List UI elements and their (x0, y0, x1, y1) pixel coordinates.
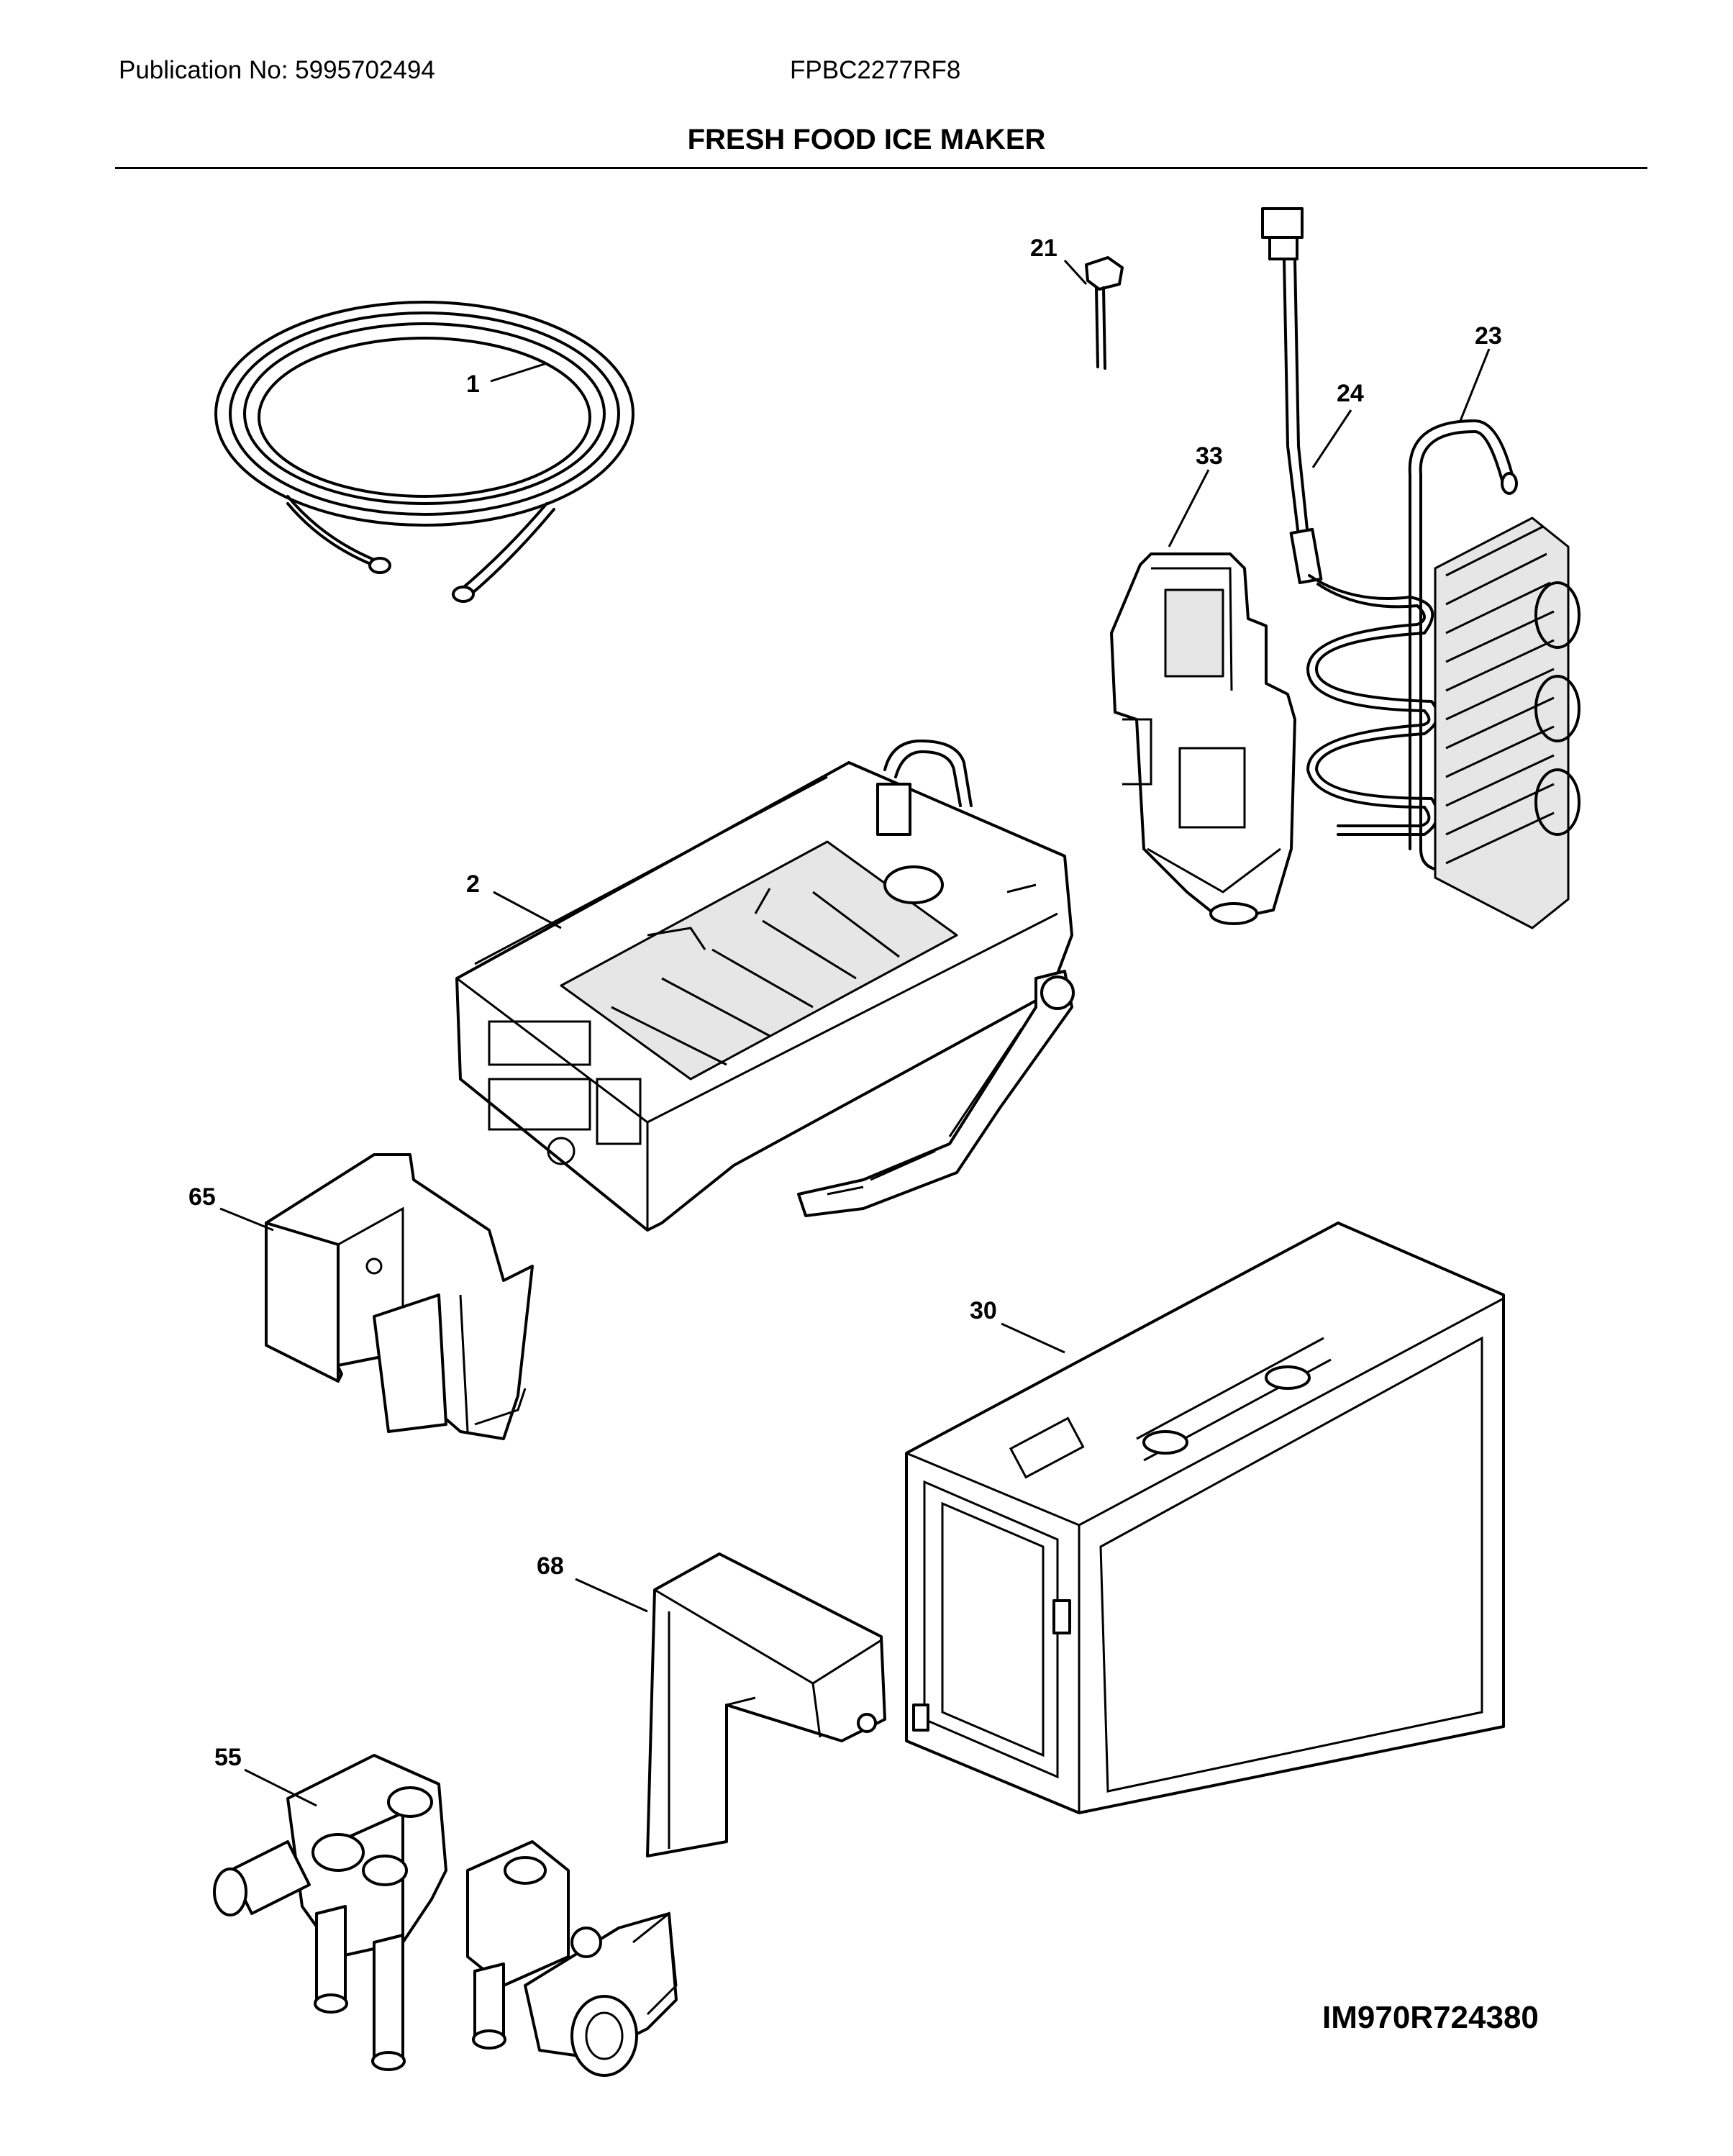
part-55-water-valve[interactable] (213, 1754, 678, 2077)
callout-30: 30 (970, 1297, 997, 1324)
callout-leader-lines (219, 259, 1491, 1807)
callout-33: 33 (1196, 442, 1223, 470)
callout-1: 1 (466, 370, 480, 398)
part-21-thermistor[interactable] (1085, 256, 1124, 370)
diagram-code: IM970R724380 (1322, 2000, 1539, 2035)
part-65-fill-cup[interactable] (265, 1153, 534, 1440)
page-title: FRESH FOOD ICE MAKER (687, 124, 1046, 155)
callout-24: 24 (1337, 380, 1364, 407)
part-33-fan-housing[interactable] (1110, 552, 1296, 925)
part-24-heater-wire[interactable] (1261, 207, 1439, 836)
part-2-ice-maker-assembly[interactable] (455, 740, 1075, 1232)
part-68-chute-cover[interactable] (646, 1552, 886, 1857)
callout-labels: 1 2 21 23 24 33 65 30 68 55 (188, 235, 1502, 1771)
callout-55: 55 (214, 1744, 242, 1771)
part-30-ice-bucket[interactable] (905, 1222, 1505, 1814)
callout-2: 2 (466, 870, 480, 898)
callout-65: 65 (188, 1183, 216, 1211)
title-divider (115, 167, 1647, 169)
part-23-evaporator[interactable] (1408, 419, 1580, 929)
callout-21: 21 (1030, 235, 1057, 262)
callout-68: 68 (537, 1552, 564, 1580)
model-number: FPBC2277RF8 (790, 56, 961, 84)
part-1-water-tubing[interactable] (214, 301, 634, 603)
callout-23: 23 (1475, 322, 1502, 350)
publication-number: Publication No: 5995702494 (119, 56, 435, 84)
